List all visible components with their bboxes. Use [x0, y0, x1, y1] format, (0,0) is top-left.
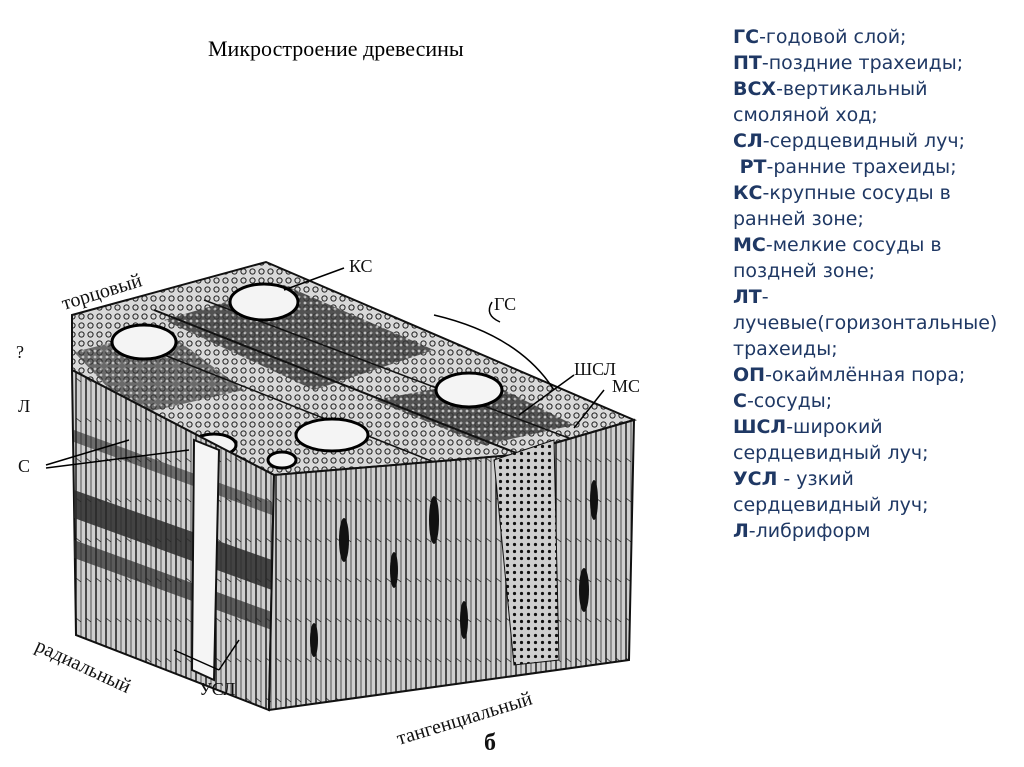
- legend-abbr: РТ: [733, 156, 767, 178]
- legend-text: -поздние трахеиды;: [762, 52, 963, 74]
- legend-item: ЛТ-лучевые(горизонтальные) трахеиды;: [733, 284, 1008, 362]
- legend-item: ГС-годовой слой;: [733, 24, 1008, 50]
- legend-item: РТ-ранние трахеиды;: [733, 154, 1008, 180]
- legend-text: -сосуды;: [747, 390, 832, 412]
- legend-item: ОП-окаймлённая пора;: [733, 362, 1008, 388]
- legend-text: -лучевые(горизонтальные) трахеиды;: [733, 286, 997, 360]
- legend-item: КС-крупные сосуды в ранней зоне;: [733, 180, 1008, 232]
- legend-abbr: КС: [733, 182, 762, 204]
- legend-item: С-сосуды;: [733, 388, 1008, 414]
- legend-abbr: ЛТ: [733, 286, 762, 308]
- legend-abbr: ГС: [733, 26, 759, 48]
- label-shsl: ШСЛ: [574, 359, 616, 379]
- legend-abbr: СЛ: [733, 130, 763, 152]
- legend-text: -годовой слой;: [759, 26, 906, 48]
- legend-abbr: ВСХ: [733, 78, 776, 100]
- legend-item: ПТ-поздние трахеиды;: [733, 50, 1008, 76]
- wood-block-illustration: торцовый радиальный тангенциальный КС ГС…: [14, 240, 664, 760]
- legend-item: Л-либриформ: [733, 518, 1008, 544]
- label-partial-3: С: [18, 456, 30, 476]
- legend-item: МС-мелкие сосуды в поздней зоне;: [733, 232, 1008, 284]
- legend-text: -либриформ: [749, 520, 871, 542]
- legend-abbr: ПТ: [733, 52, 762, 74]
- legend-abbr: УСЛ: [733, 468, 777, 490]
- wood-microstructure-diagram: торцовый радиальный тангенциальный КС ГС…: [14, 240, 664, 760]
- legend-item: УСЛ - узкий сердцевидный луч;: [733, 466, 1008, 518]
- label-usl: УСЛ: [199, 679, 236, 699]
- legend-item: ШСЛ-широкий сердцевидный луч;: [733, 414, 1008, 466]
- legend-text: -ранние трахеиды;: [767, 156, 957, 178]
- label-ks: КС: [349, 256, 373, 276]
- legend-text: -сердцевидный луч;: [763, 130, 965, 152]
- legend-item: ВСХ-вертикальный смоляной ход;: [733, 76, 1008, 128]
- legend-abbr: МС: [733, 234, 766, 256]
- label-gs: ГС: [494, 294, 516, 314]
- legend-abbr: С: [733, 390, 747, 412]
- panel-letter: б: [484, 730, 496, 756]
- label-ms: МС: [612, 376, 640, 396]
- legend-item: СЛ-сердцевидный луч;: [733, 128, 1008, 154]
- abbreviation-legend: ГС-годовой слой; ПТ-поздние трахеиды; ВС…: [733, 24, 1008, 544]
- legend-text: -окаймлённая пора;: [765, 364, 965, 386]
- label-partial-1: ?: [16, 342, 24, 362]
- legend-abbr: ОП: [733, 364, 765, 386]
- label-partial-2: Л: [18, 396, 30, 416]
- legend-abbr: Л: [733, 520, 749, 542]
- legend-text: -крупные сосуды в ранней зоне;: [733, 182, 951, 230]
- slide-title: Микростроение древесины: [208, 36, 464, 62]
- legend-abbr: ШСЛ: [733, 416, 786, 438]
- label-face-right: тангенциальный: [394, 688, 535, 750]
